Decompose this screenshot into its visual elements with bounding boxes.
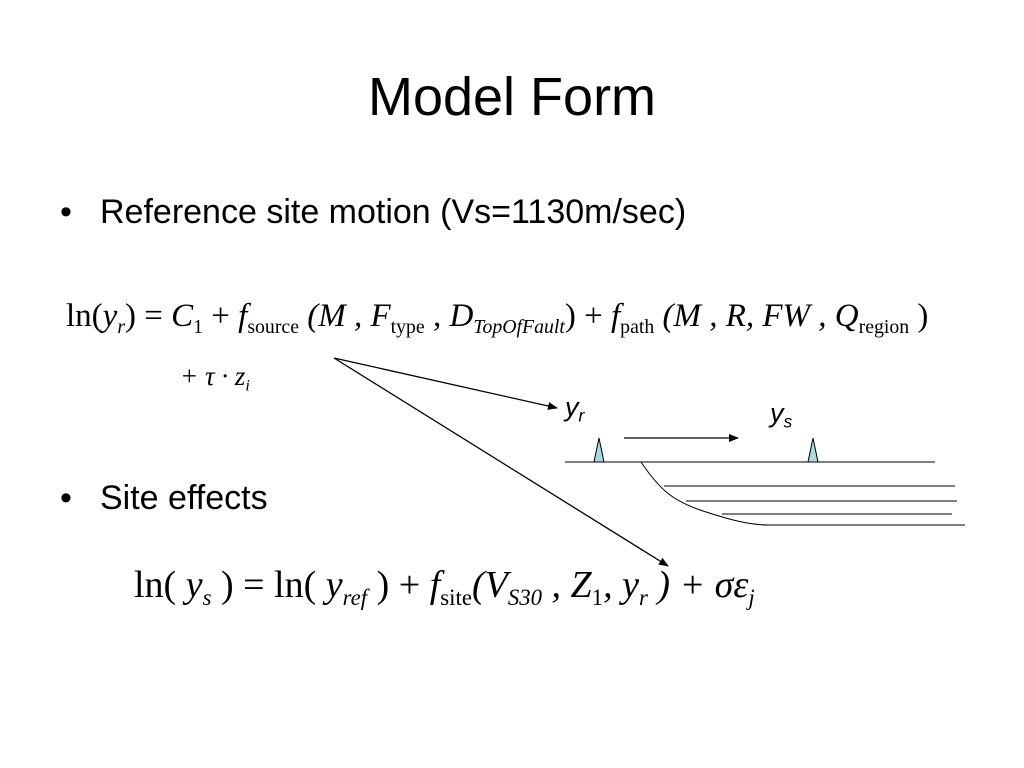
- eq1-close-plus: ) +: [564, 298, 611, 334]
- site-effects-equation: ln( ys ) = ln( yref ) + fsite(VS30 , Z1,…: [134, 560, 755, 610]
- eq1-f-path: f: [611, 298, 621, 334]
- eq1-f-source: f: [238, 298, 248, 334]
- eq2-sigma-epsilon: ) + σε: [647, 564, 749, 606]
- eq1-args2: (M , R, FW , Q: [654, 298, 859, 334]
- eq2-v: (V: [471, 564, 508, 606]
- eq1-args1: (M , F: [298, 298, 391, 334]
- arrow-to-yr: [333, 357, 558, 410]
- eq2-j-sub: j: [748, 584, 755, 610]
- eq2-yref: y: [325, 564, 343, 606]
- eq2-yr: , y: [603, 564, 639, 606]
- eq2-z: , Z: [542, 564, 592, 606]
- eq1-c: C: [171, 298, 194, 334]
- arrow-to-site-equation: [333, 357, 669, 567]
- eq2-mid: ) = ln(: [211, 564, 326, 606]
- eq1-close: ): [909, 298, 929, 334]
- reference-motion-equation: ln(yr) = C1 + fsource (M , Ftype , DTopO…: [66, 294, 928, 338]
- basin-boundary-line: [640, 461, 965, 526]
- eq1-f-type-sub: type: [390, 315, 425, 338]
- bullet-site-effects: • Site effects: [60, 478, 268, 518]
- label-ys-sub: s: [783, 411, 793, 432]
- bullet-reference-site: • Reference site motion (Vs=1130m/sec): [60, 192, 686, 232]
- label-yr: yr: [565, 392, 585, 426]
- eq1-tau-z: + τ · z: [180, 361, 246, 391]
- eq1-f-path-sub: path: [620, 315, 655, 338]
- eq2-f-site-sub: site: [440, 584, 472, 610]
- station-yr-triangle: [593, 437, 605, 463]
- bullet-text-reference: Reference site motion (Vs=1130m/sec): [100, 193, 687, 231]
- eq1-q-sub: region: [858, 315, 910, 338]
- label-yr-sub: r: [578, 405, 585, 426]
- label-yr-y: y: [565, 392, 579, 422]
- eq1-equals: ) =: [125, 298, 172, 334]
- label-ys: ys: [770, 398, 793, 432]
- eq1-c-sub: 1: [193, 315, 204, 338]
- bullet-text-site-effects: Site effects: [100, 479, 268, 517]
- eq2-ln: ln(: [134, 564, 186, 606]
- eq1-d-sub: TopOfFault: [473, 315, 565, 338]
- eq2-close-plus: ) +: [367, 564, 430, 606]
- eq2-yref-sub: ref: [342, 584, 368, 610]
- eq2-z-sub: 1: [591, 584, 604, 610]
- eq2-f-site: f: [429, 564, 441, 606]
- eq2-ys: y: [185, 564, 203, 606]
- bullet-glyph: •: [60, 193, 72, 231]
- eq1-ln: ln(: [66, 298, 103, 334]
- eq1-plus: +: [203, 298, 239, 334]
- label-ys-y: y: [770, 398, 784, 428]
- eq2-yr-sub: r: [638, 584, 648, 610]
- bullet-glyph: •: [60, 479, 72, 517]
- slide-title: Model Form: [367, 67, 657, 127]
- eq1-f-source-sub: source: [247, 315, 299, 338]
- eq2-ys-sub: s: [202, 584, 212, 610]
- eq1-y-sub: r: [117, 315, 126, 338]
- eq1-d: , D: [424, 298, 474, 334]
- reference-motion-equation-line2: + τ · zi: [180, 358, 250, 394]
- eq1-z-sub: i: [245, 376, 250, 395]
- station-ys-triangle: [807, 437, 819, 463]
- eq2-v-sub: S30: [507, 584, 543, 610]
- eq1-y: y: [102, 298, 118, 334]
